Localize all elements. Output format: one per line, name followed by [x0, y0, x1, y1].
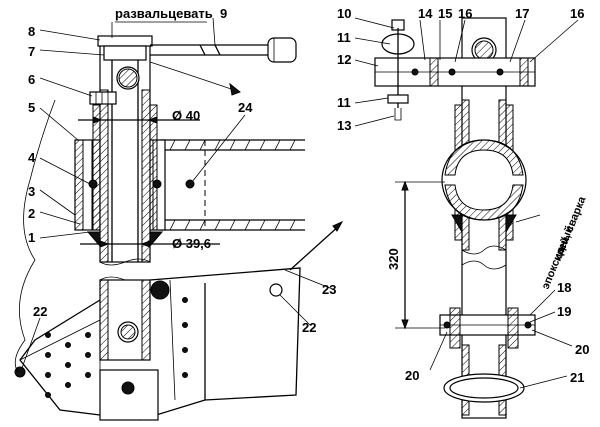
callout-11-top: 11	[337, 30, 351, 45]
callout-17: 17	[515, 6, 529, 21]
callout-20-left: 20	[405, 368, 419, 383]
callout-8: 8	[28, 24, 35, 39]
left-view	[14, 35, 344, 421]
callout-10: 10	[337, 6, 351, 21]
callout-18: 18	[557, 280, 571, 295]
cable	[14, 99, 56, 373]
callout-21: 21	[570, 370, 584, 385]
callout-24: 24	[238, 100, 253, 115]
flare-note: развальцевать	[115, 6, 213, 21]
callout-22-left: 22	[33, 304, 47, 319]
callout-5: 5	[28, 100, 35, 115]
callout-15: 15	[438, 6, 452, 21]
top-bolt	[89, 66, 140, 105]
diameter-39-6-label: Ø 39,6	[172, 236, 211, 251]
vertical-tube	[92, 39, 158, 263]
callout-4: 4	[28, 150, 36, 165]
weld-bead-left	[86, 231, 101, 248]
arrow-23	[289, 224, 341, 271]
callout-2: 2	[28, 206, 35, 221]
rivet	[88, 179, 98, 189]
top-cap	[97, 35, 153, 61]
right-leaders	[354, 17, 579, 389]
callout-13: 13	[337, 118, 351, 133]
frame-plate	[14, 267, 301, 421]
callout-16-left: 16	[458, 6, 472, 21]
dimension-320-label: 320	[386, 248, 401, 270]
callout-22-right: 22	[302, 320, 316, 335]
callout-12: 12	[337, 52, 351, 67]
right-view	[374, 17, 536, 419]
left-leaders	[21, 17, 336, 369]
callout-23: 23	[322, 282, 336, 297]
callout-1: 1	[28, 230, 35, 245]
callout-20-right: 20	[575, 342, 589, 357]
callout-9: 9	[220, 6, 227, 21]
callout-7: 7	[28, 44, 35, 59]
callout-6: 6	[28, 72, 35, 87]
diameter-40-label: Ø 40	[172, 108, 200, 123]
callout-14: 14	[418, 6, 433, 21]
horizontal-tube	[160, 139, 305, 231]
rivet	[152, 179, 162, 189]
glue-note-line2: клей, сварка	[552, 194, 589, 263]
lower-tube	[99, 258, 151, 361]
callout-16-right: 16	[570, 6, 584, 21]
callout-3: 3	[28, 184, 35, 199]
rivet-grid	[45, 297, 188, 398]
callout-19: 19	[557, 304, 571, 319]
callout-11-bottom: 11	[337, 95, 351, 110]
weld-bead-right	[149, 231, 164, 248]
handle-lever	[149, 37, 297, 96]
